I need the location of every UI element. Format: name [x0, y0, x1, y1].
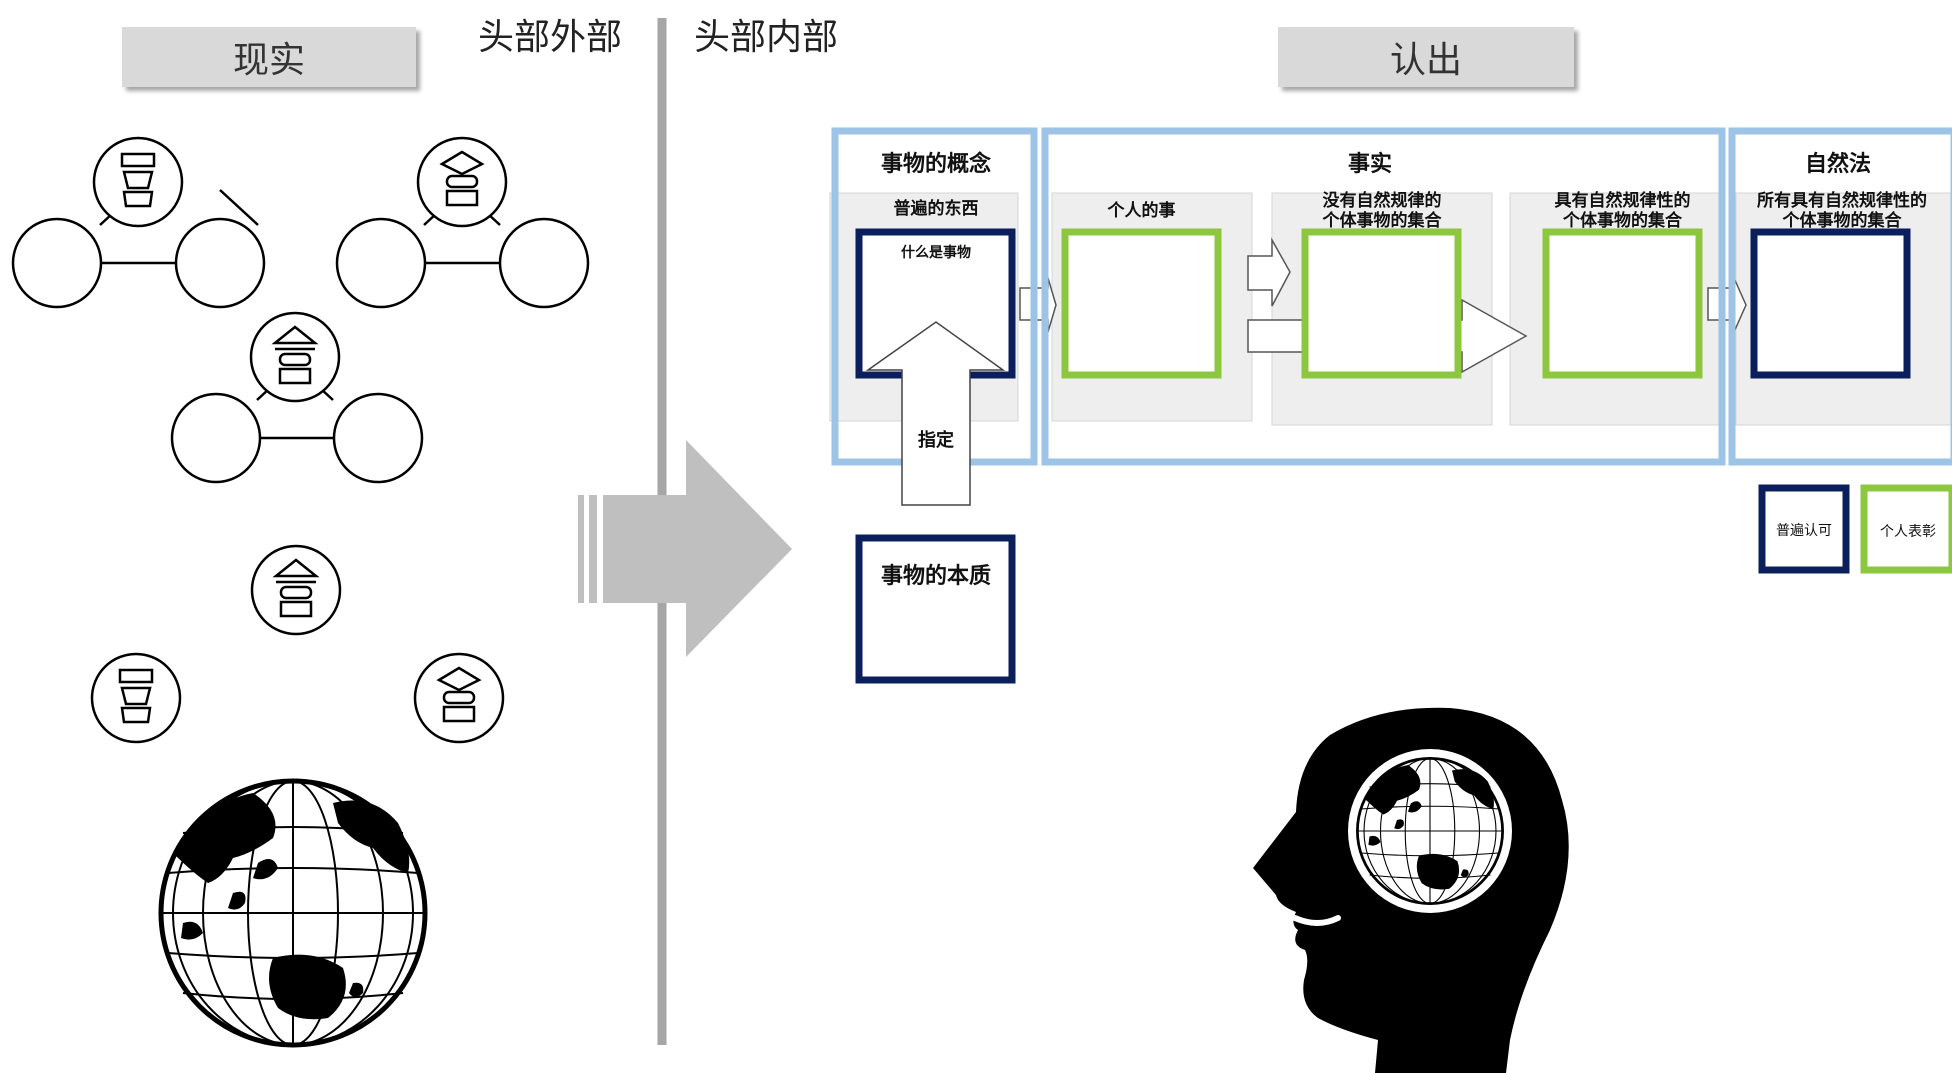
with-law-box	[1542, 228, 1703, 379]
no-law-box	[1301, 228, 1462, 379]
with-law-label-1: 具有自然规律性的	[1554, 191, 1691, 211]
legend-green-label: 个人表彰	[1880, 524, 1936, 540]
natural-law-sub-2: 个体事物的集合	[1782, 211, 1902, 231]
shape-circle-icon	[250, 544, 342, 636]
triangle-of-circles-icon	[335, 136, 590, 309]
triangle-of-circles-icon	[11, 136, 266, 309]
personal-box	[1061, 228, 1222, 379]
natural-law-sub-1: 所有具有自然规律性的	[1757, 191, 1927, 211]
legend-navy-box	[1758, 484, 1850, 574]
personal-label: 个人的事	[1107, 201, 1176, 221]
legend-green-box	[1860, 484, 1952, 574]
natural-law-panel-frame	[1728, 127, 1952, 466]
fact-title: 事实	[1347, 152, 1392, 177]
natural-law-title: 自然法	[1804, 152, 1871, 177]
shape-circle-icon	[413, 652, 505, 744]
globe-icon	[161, 781, 425, 1045]
inside-head-label: 头部内部	[694, 17, 839, 58]
with-law-label-2: 个体事物的集合	[1563, 211, 1682, 231]
concept-title: 事物的概念	[880, 152, 991, 177]
essence-label: 事物的本质	[880, 564, 991, 589]
fact-panel-frame	[1041, 127, 1726, 466]
natural-law-box	[1750, 228, 1911, 379]
legend-navy-label: 普遍认可	[1776, 523, 1832, 539]
designate-arrow	[865, 321, 1006, 506]
recognize-label-text: 认出	[1389, 40, 1462, 81]
no-law-label-1: 没有自然规律的	[1322, 191, 1442, 211]
triangle-of-circles-icon	[170, 311, 424, 484]
reality-label: 现实	[122, 27, 416, 87]
head-silhouette-icon	[1253, 707, 1569, 1073]
recognize-label: 认出	[1278, 27, 1574, 87]
outside-head-label: 头部外部	[478, 17, 623, 58]
big-arrow-icon	[578, 440, 792, 657]
reality-label-text: 现实	[232, 40, 305, 81]
no-law-label-2: 个体事物的集合	[1322, 211, 1442, 231]
essence-box	[855, 534, 1016, 684]
shape-circle-icon	[90, 652, 182, 744]
designate-label: 指定	[918, 430, 954, 451]
concept-subtitle: 普遍的东西	[893, 199, 979, 219]
what-is-thing-label: 什么是事物	[901, 245, 971, 261]
